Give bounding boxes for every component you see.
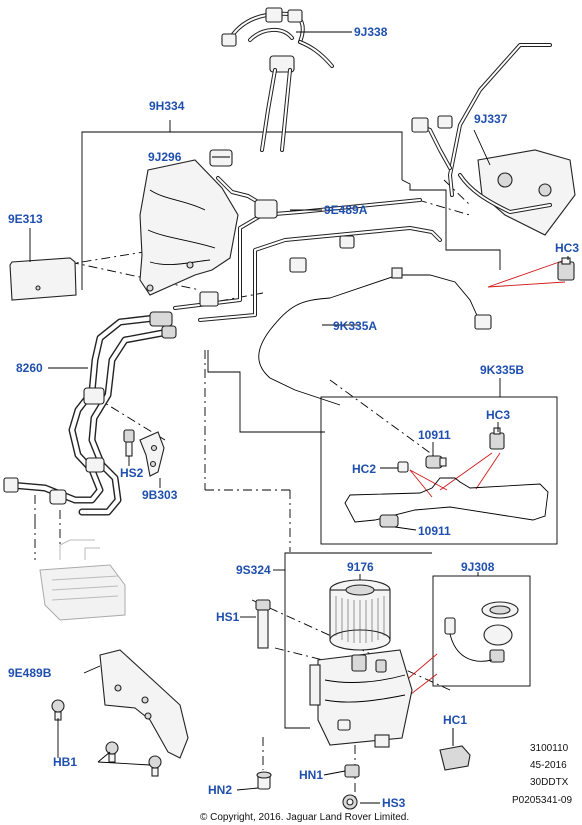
fuel-filter-housing [309, 649, 413, 748]
label-hs1: HS1 [216, 610, 240, 624]
label-hc3-top: HC3 [555, 241, 579, 255]
label-9k335b: 9K335B [480, 363, 524, 377]
reference-line-2: 45-2016 [530, 760, 567, 771]
hs2-bolt [123, 429, 135, 457]
reference-line-1: 3100110 [530, 743, 569, 754]
hc3-clip-top [557, 257, 575, 281]
label-hc3-box: HC3 [486, 408, 510, 422]
bracket-9b303 [139, 431, 165, 477]
label-hs2: HS2 [120, 466, 144, 480]
wire-harness-9k335a [258, 267, 492, 406]
label-9s324: 9S324 [236, 563, 271, 577]
hs3-screw [342, 794, 358, 810]
fuel-cooler-ghost [39, 539, 126, 621]
fuel-rail-assembly [221, 7, 334, 152]
reference-block: 3100110 45-2016 30DDTX P0205341-09 [512, 743, 572, 806]
label-hc2: HC2 [352, 462, 376, 476]
shield-plate-9e313 [9, 257, 77, 301]
label-leaders [29, 31, 569, 804]
reference-line-4: P0205341-09 [512, 795, 572, 806]
label-9j296: 9J296 [148, 150, 182, 164]
label-8260: 8260 [16, 361, 43, 375]
label-9e489a: 9E489A [324, 203, 368, 217]
reference-line-3: 30DDTX [530, 777, 569, 788]
callout-frames [81, 120, 558, 746]
label-hn2: HN2 [208, 783, 232, 797]
hs1-bolt [255, 599, 271, 649]
label-9j337: 9J337 [474, 112, 508, 126]
label-9k335a: 9K335A [333, 319, 377, 333]
label-hs3: HS3 [382, 796, 406, 810]
hb1-fasteners [51, 699, 162, 777]
copyright-notice: © Copyright, 2016. Jaguar Land Rover Lim… [200, 812, 409, 823]
label-10911-bot: 10911 [418, 524, 451, 538]
label-9h334: 9H334 [149, 99, 185, 113]
hn1-nut [344, 764, 360, 778]
label-9176: 9176 [347, 560, 374, 574]
9j308-frame [432, 575, 531, 687]
label-10911-top: 10911 [418, 428, 451, 442]
label-hb1: HB1 [53, 755, 77, 769]
label-9e313: 9E313 [8, 212, 43, 226]
callout-labels: 9J338 9H334 9J296 9J337 9E489A 9E313 HC3… [8, 25, 579, 810]
label-9b303: 9B303 [142, 488, 178, 502]
hc1-clip [439, 745, 471, 771]
hn2-nut [256, 771, 272, 790]
9k335b-frame [320, 396, 558, 545]
label-9j308: 9J308 [461, 560, 495, 574]
wire-harness-9k335b [344, 427, 549, 528]
label-9e489b: 9E489B [8, 666, 52, 680]
label-hn1: HN1 [299, 768, 323, 782]
feed-return-pipes [3, 149, 442, 516]
upper-right-tubes [411, 43, 576, 236]
label-hc1: HC1 [443, 713, 467, 727]
water-sensor-9j308 [444, 601, 519, 663]
bracket-9e489b [99, 649, 189, 759]
fuel-filter-element-9176 [329, 579, 391, 651]
label-9j338: 9J338 [354, 25, 388, 39]
heat-shield [139, 159, 239, 296]
